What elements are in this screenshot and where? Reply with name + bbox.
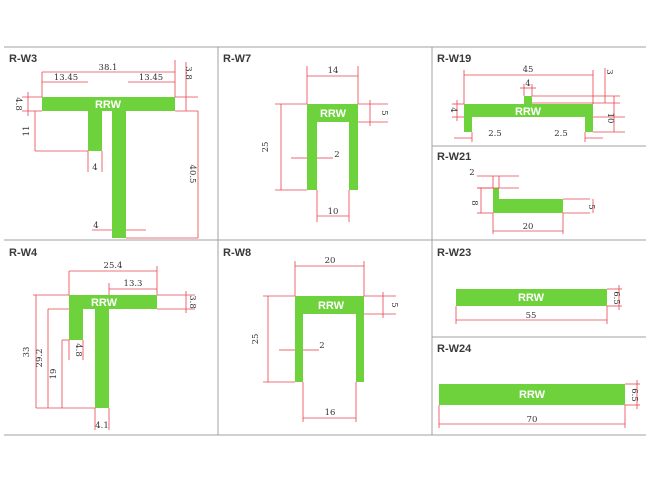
dim-label: 13.45 <box>54 73 78 83</box>
dim-label: 6.5 <box>629 388 639 402</box>
panel-title: R-W23 <box>437 247 471 259</box>
panel-title: R-W24 <box>437 343 472 355</box>
panel-r-w19: R-W19 RRW 45 4 3 4 10 2.5 2.5 <box>437 53 625 142</box>
profile-left-leg <box>307 122 317 190</box>
dim-label: 4 <box>525 79 530 89</box>
profile-stem <box>112 111 126 238</box>
dim-label: 20 <box>325 256 336 266</box>
panel-title: R-W21 <box>437 151 471 163</box>
dim-label: 13.45 <box>139 73 163 83</box>
dim-label: 4 <box>93 221 98 231</box>
dim-label: 29.2 <box>35 349 45 368</box>
panel-r-w8: R-W8 RRW 20 5 25 2 16 <box>223 247 399 422</box>
profile-left-leg <box>295 314 303 382</box>
dim-label: 25.4 <box>104 261 123 271</box>
panel-title: R-W3 <box>9 53 37 65</box>
dim-label: 4 <box>448 107 458 112</box>
profile-right-leg <box>349 122 358 190</box>
profile-center-rib <box>524 96 532 104</box>
panel-r-w24: R-W24 RRW 6.5 70 <box>437 343 640 428</box>
dim-label: 14 <box>328 66 339 76</box>
dim-label: 2.5 <box>554 129 568 139</box>
dim-label: 55 <box>526 311 537 321</box>
brand-label: RRW <box>515 106 542 118</box>
dim-label: 4.1 <box>95 421 109 431</box>
profile-right-lip <box>585 117 593 132</box>
dim-label: 10 <box>328 207 339 217</box>
profile-lip <box>69 309 83 340</box>
profile-base <box>464 104 593 117</box>
profile-top <box>295 296 364 314</box>
dim-label: 4 <box>92 163 97 173</box>
profile-base <box>493 199 563 213</box>
dim-label: 2 <box>469 168 474 178</box>
dim-label: 11 <box>22 126 32 137</box>
profile-flange <box>69 295 157 309</box>
dim-label: 3.8 <box>187 295 197 309</box>
profile-strip <box>456 289 607 306</box>
panel-grid <box>4 46 646 436</box>
panel-title: R-W19 <box>437 53 471 65</box>
dim-label: 33 <box>22 347 32 358</box>
panel-r-w3: R-W3 RRW 38.1 13.45 13.45 3.8 4.8 11 4 4… <box>9 53 199 239</box>
profile-left-lip <box>464 117 472 132</box>
dim-label: 6.5 <box>611 291 621 305</box>
dim-label: 5 <box>389 302 399 307</box>
profile-right-leg <box>356 314 364 382</box>
dim-label: 13.3 <box>124 279 143 289</box>
brand-label: RRW <box>320 108 347 120</box>
panel-title: R-W8 <box>223 247 251 259</box>
panel-title: R-W4 <box>9 247 38 259</box>
dim-label: 2 <box>319 341 324 351</box>
dim-label: 3.8 <box>183 66 193 80</box>
dim-label: 40.5 <box>187 165 197 184</box>
dim-label: 5 <box>586 204 596 209</box>
brand-label: RRW <box>95 99 122 111</box>
dim-label: 2 <box>334 150 339 160</box>
brand-label: RRW <box>318 300 345 312</box>
panel-r-w21: R-W21 2 8 5 20 <box>437 151 596 234</box>
profile-strip <box>439 384 625 405</box>
dim-label: 10 <box>605 113 615 124</box>
panel-title: R-W7 <box>223 53 251 65</box>
dim-label: 4.8 <box>73 343 83 357</box>
dim-label: 5 <box>379 110 389 115</box>
dim-label: 8 <box>469 200 479 205</box>
dim-label: 70 <box>527 415 538 425</box>
profile-top <box>307 104 358 122</box>
profile-flange <box>42 97 175 111</box>
dim-label: 3 <box>604 69 614 74</box>
dim-label: 19 <box>49 369 59 380</box>
dim-label: 38.1 <box>99 63 118 73</box>
panel-r-w7: R-W7 RRW 14 5 25 2 10 <box>223 53 389 222</box>
profile-lip <box>88 111 102 151</box>
dim-label: 20 <box>523 222 534 232</box>
dim-label: 4.8 <box>13 97 23 111</box>
dim-label: 45 <box>523 65 534 75</box>
profile-stem <box>95 309 109 408</box>
dim-label: 25 <box>261 142 271 153</box>
panel-r-w4: R-W4 RRW 25.4 13.3 3.8 33 29.2 19 4.8 4.… <box>9 247 197 431</box>
brand-label: RRW <box>91 297 118 309</box>
dim-label: 16 <box>325 408 336 418</box>
brand-label: RRW <box>518 292 545 304</box>
dim-label: 2.5 <box>488 129 502 139</box>
profile-lip <box>493 188 499 199</box>
dim-label: 25 <box>251 334 261 345</box>
brand-label: RRW <box>519 389 546 401</box>
panel-r-w23: R-W23 RRW 6.5 55 <box>437 247 622 324</box>
